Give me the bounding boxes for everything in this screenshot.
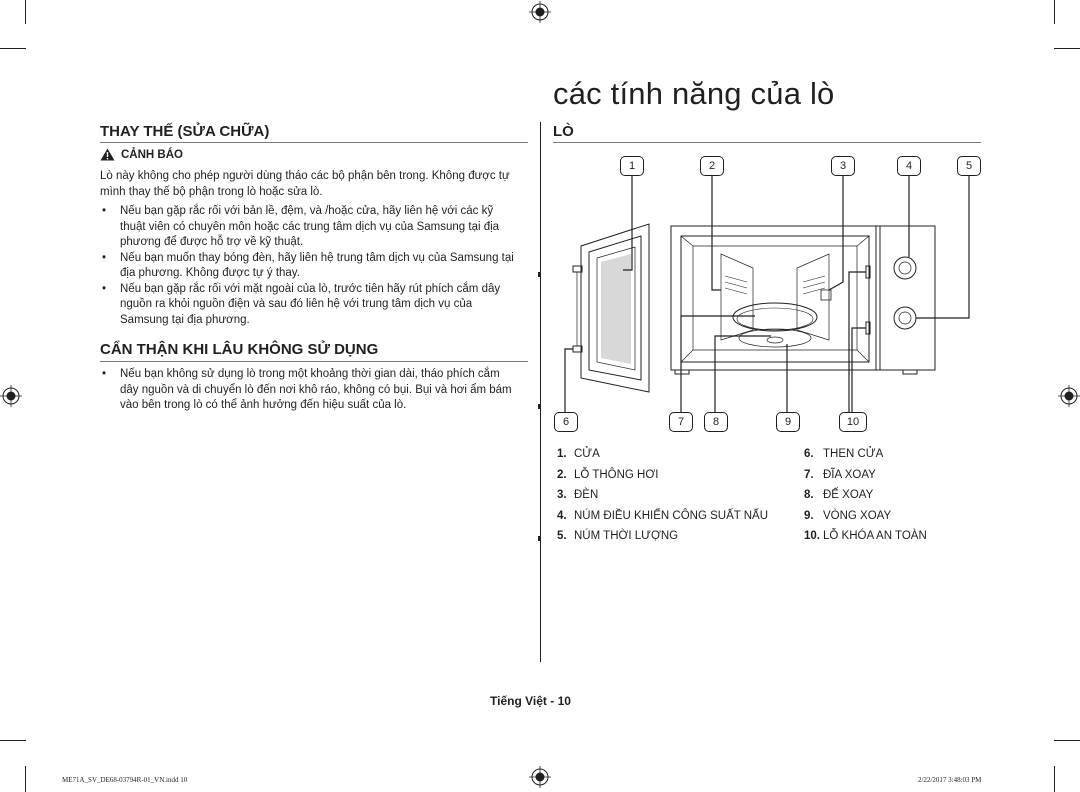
- callout-2: 2: [700, 156, 724, 176]
- leader-line: [848, 271, 866, 412]
- legend-item: 5.NÚM THỜI LƯỢNG: [557, 530, 679, 542]
- callout-6: 6: [554, 412, 578, 432]
- legend-item: 4.NÚM ĐIỀU KHIỂN CÔNG SUẤT NẤU: [557, 509, 769, 522]
- warning-triangle-icon: [100, 148, 115, 161]
- intro-paragraph: Lò này không cho phép người dùng tháo cá…: [100, 170, 510, 198]
- page-number: Tiếng Việt - 10: [490, 694, 571, 708]
- crop-mark: [1054, 0, 1055, 24]
- crop-mark: [25, 0, 26, 24]
- section-rule: [553, 142, 981, 143]
- callout-8: 8: [704, 412, 728, 432]
- legend-item: 6.THEN CỬA: [804, 448, 884, 460]
- callout-3: 3: [831, 156, 855, 176]
- legend-item: 9.VÒNG XOAY: [804, 509, 892, 522]
- legend-item: 7.ĐĨA XOAY: [804, 468, 876, 481]
- oven-diagram: [564, 176, 970, 412]
- power-knob: [893, 256, 917, 280]
- list-item: Nếu bạn không sử dụng lò trong một khoản…: [100, 367, 520, 414]
- list-item: Nếu bạn muốn thay bóng đèn, hãy liên hệ …: [100, 251, 520, 282]
- leader-line: [623, 176, 633, 271]
- legend-item: 2.LỖ THÔNG HƠI: [557, 468, 659, 481]
- registration-mark-icon: [529, 1, 551, 23]
- legend-item: 3.ĐÈN: [557, 489, 599, 501]
- leader-line: [680, 315, 755, 412]
- callout-4: 4: [897, 156, 921, 176]
- oven-door: [580, 223, 650, 393]
- registration-mark-icon: [529, 766, 551, 788]
- timer-knob: [893, 306, 917, 330]
- bullet-list-replacement: Nếu bạn gặp rắc rối với bản lề, đệm, và …: [100, 204, 520, 328]
- section-title-storage: CẨN THẬN KHI LÂU KHÔNG SỬ DỤNG: [100, 341, 379, 358]
- section-rule: [100, 361, 528, 362]
- crop-mark: [0, 48, 26, 49]
- file-slug: ME71A_SV_DE68-03794R-01_VN.indd 10: [62, 776, 188, 784]
- legend-left: 1.CỬA 2.LỖ THÔNG HƠI 3.ĐÈN 4.NÚM ĐIỀU KH…: [557, 444, 768, 547]
- leader-line: [828, 176, 844, 291]
- column-divider: [540, 122, 541, 662]
- warning-label: CẢNH BÁO: [121, 148, 183, 161]
- callout-5: 5: [957, 156, 981, 176]
- column-tick: [538, 272, 541, 277]
- turntable: [732, 302, 818, 332]
- legend-item: 1.CỬA: [557, 448, 600, 460]
- oven-body: [670, 225, 936, 371]
- list-item: Nếu bạn gặp rắc rối với bản lề, đệm, và …: [100, 204, 520, 251]
- roller-ring: [738, 328, 812, 348]
- legend-right: 6.THEN CỬA 7.ĐĨA XOAY 8.ĐẾ XOAY 9.VÒNG X…: [804, 444, 927, 547]
- callout-9: 9: [776, 412, 800, 432]
- date-slug: 2/22/2017 3:48:03 PM: [918, 776, 982, 784]
- callout-7: 7: [669, 412, 693, 432]
- page-title: các tính năng của lò: [553, 76, 835, 111]
- callout-10: 10: [839, 412, 867, 432]
- crop-mark: [25, 766, 26, 792]
- column-tick: [538, 536, 541, 541]
- crop-mark: [1054, 766, 1055, 792]
- section-title-replacement: THAY THẾ (SỬA CHỮA): [100, 123, 270, 140]
- list-item: Nếu bạn gặp rắc rối với mặt ngoài của lò…: [100, 282, 520, 329]
- legend-item: 8.ĐẾ XOAY: [804, 489, 874, 501]
- leader-line: [916, 176, 970, 319]
- registration-mark-icon: [0, 385, 22, 407]
- section-title-oven: LÒ: [553, 123, 574, 140]
- registration-mark-icon: [1058, 385, 1080, 407]
- callout-1: 1: [620, 156, 644, 176]
- leader-line: [714, 335, 771, 412]
- legend-item: 10.LỖ KHÓA AN TOÀN: [804, 530, 927, 542]
- section-rule: [100, 142, 528, 143]
- crop-mark: [0, 740, 26, 741]
- column-tick: [538, 404, 541, 409]
- leader-line: [564, 348, 573, 412]
- warning-header: CẢNH BÁO: [100, 148, 183, 161]
- bullet-list-storage: Nếu bạn không sử dụng lò trong một khoản…: [100, 367, 520, 414]
- crop-mark: [1054, 48, 1080, 49]
- leader-line: [711, 176, 721, 291]
- crop-mark: [1054, 740, 1080, 741]
